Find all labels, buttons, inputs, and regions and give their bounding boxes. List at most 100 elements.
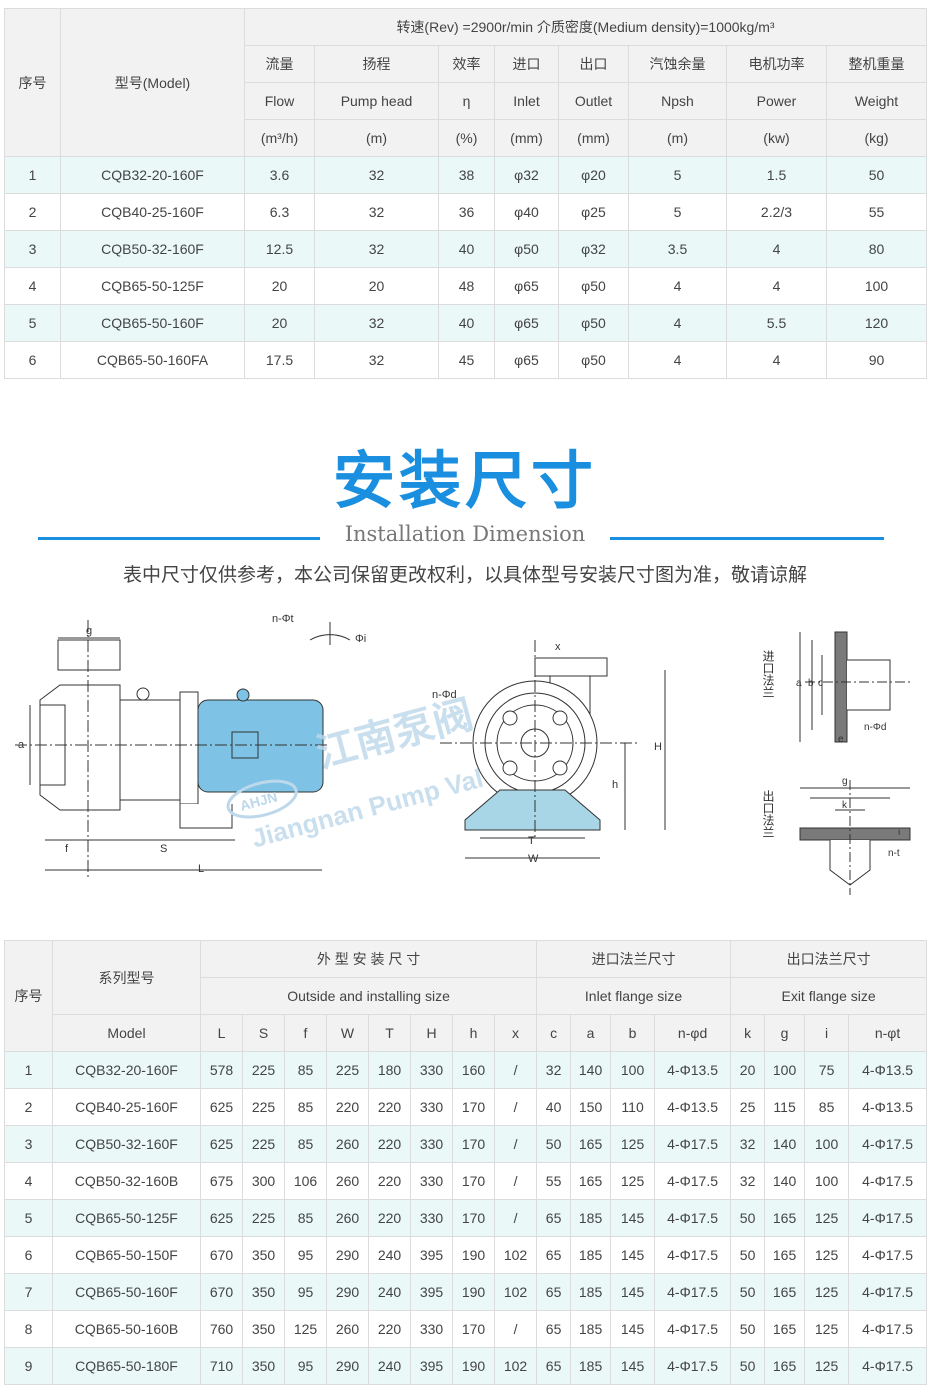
table-cell: CQB40-25-160F: [52, 1088, 201, 1126]
dim-label: f: [65, 843, 69, 855]
table-cell: CQB65-50-160F: [52, 1273, 201, 1311]
table-cell: 170: [452, 1125, 495, 1163]
table-cell: 102: [493, 1273, 538, 1311]
installation-drawing: g a f S L n-Φt Φi 江南泵阀 Jiangnan Pump Val…: [15, 613, 911, 895]
table-cell: 32: [314, 193, 439, 231]
table-cell: 4-Φ17.5: [654, 1273, 732, 1311]
column-header: (kw): [726, 119, 827, 157]
table-cell: 185: [570, 1347, 612, 1385]
table-cell: /: [493, 1162, 538, 1200]
table-cell: 240: [368, 1236, 411, 1274]
table-cell: 260: [326, 1199, 369, 1237]
table-cell: 65: [536, 1347, 572, 1385]
table-cell: 225: [242, 1125, 285, 1163]
table-cell: 85: [284, 1199, 327, 1237]
dim-label: g: [86, 625, 92, 637]
table-cell: 4-Φ17.5: [848, 1125, 928, 1163]
table-cell: φ65: [494, 267, 559, 305]
col-model-header: 型号(Model): [60, 8, 245, 157]
table-cell: 145: [610, 1310, 656, 1348]
column-header: b: [610, 1014, 656, 1052]
table-cell: 6: [4, 341, 61, 379]
table-cell: CQB50-32-160F: [52, 1125, 201, 1163]
table-cell: φ50: [558, 304, 629, 342]
col-series-header: 系列型号: [52, 940, 201, 1015]
table-cell: 4: [726, 267, 827, 305]
table-cell: 55: [536, 1162, 572, 1200]
table-cell: 220: [368, 1199, 411, 1237]
table-cell: 125: [610, 1162, 656, 1200]
table-cell: 4-Φ17.5: [654, 1125, 732, 1163]
dim-label: e: [838, 734, 844, 745]
col-no-header: 序号: [4, 8, 61, 157]
table-cell: 5: [4, 304, 61, 342]
table-cell: 100: [610, 1051, 656, 1089]
column-header: 扬程: [314, 45, 439, 83]
column-header: (mm): [558, 119, 629, 157]
table-cell: 350: [242, 1236, 285, 1274]
table-cell: 165: [764, 1310, 806, 1348]
table-cell: 40: [536, 1088, 572, 1126]
table-cell: 125: [804, 1236, 850, 1274]
table-cell: 65: [536, 1310, 572, 1348]
table-cell: 100: [826, 267, 927, 305]
table-cell: 260: [326, 1162, 369, 1200]
table-cell: 4-Φ13.5: [654, 1051, 732, 1089]
table-cell: 185: [570, 1199, 612, 1237]
column-header: 进口: [494, 45, 559, 83]
table-cell: 50: [730, 1310, 766, 1348]
pump-base: [464, 789, 601, 831]
table-cell: 125: [804, 1310, 850, 1348]
table-cell: 350: [242, 1347, 285, 1385]
table-cell: 85: [284, 1088, 327, 1126]
table-cell: /: [493, 1125, 538, 1163]
table-cell: 8: [4, 1310, 53, 1348]
inlet-flange-detail: 进口法兰 a b c e n-Φd: [761, 631, 910, 745]
table-cell: 85: [804, 1088, 850, 1126]
table-cell: φ40: [494, 193, 559, 231]
group-inlet-en: Inlet flange size: [536, 977, 732, 1015]
table-cell: 760: [200, 1310, 243, 1348]
dim-label: c: [818, 678, 823, 689]
table-cell: φ25: [558, 193, 629, 231]
table-cell: 145: [610, 1199, 656, 1237]
dim-label: b: [808, 678, 814, 689]
table-cell: φ32: [558, 230, 629, 268]
table-cell: 3.5: [628, 230, 727, 268]
table-cell: CQB65-50-180F: [52, 1347, 201, 1385]
table-cell: 100: [804, 1125, 850, 1163]
table-cell: 395: [410, 1236, 453, 1274]
dim-label: k: [842, 800, 848, 811]
table-cell: 100: [804, 1162, 850, 1200]
group-exit-cn: 出口法兰尺寸: [730, 940, 928, 978]
table-cell: 330: [410, 1088, 453, 1126]
column-header: 电机功率: [726, 45, 827, 83]
table-cell: CQB50-32-160F: [60, 230, 245, 268]
pump-front-view: x n-Φd H h T W: [432, 640, 666, 865]
dim-label: W: [528, 853, 539, 865]
table-cell: 220: [368, 1088, 411, 1126]
table-cell: 140: [764, 1162, 806, 1200]
table-cell: 4-Φ17.5: [848, 1310, 928, 1348]
table-cell: 1: [4, 156, 61, 194]
table-cell: 170: [452, 1310, 495, 1348]
table-cell: 106: [284, 1162, 327, 1200]
column-header: T: [368, 1014, 411, 1052]
table-cell: 170: [452, 1199, 495, 1237]
table-cell: 4-Φ17.5: [848, 1199, 928, 1237]
table-cell: 125: [804, 1273, 850, 1311]
table-cell: 220: [368, 1162, 411, 1200]
inlet-flange-label: 进口法兰: [761, 650, 775, 698]
table-cell: 2: [4, 193, 61, 231]
table-cell: 290: [326, 1273, 369, 1311]
table-cell: 125: [610, 1125, 656, 1163]
table-cell: 185: [570, 1310, 612, 1348]
table-cell: 145: [610, 1347, 656, 1385]
table-cell: 165: [570, 1125, 612, 1163]
table-cell: 2: [4, 1088, 53, 1126]
table-cell: 4: [628, 304, 727, 342]
table-cell: 45: [438, 341, 495, 379]
